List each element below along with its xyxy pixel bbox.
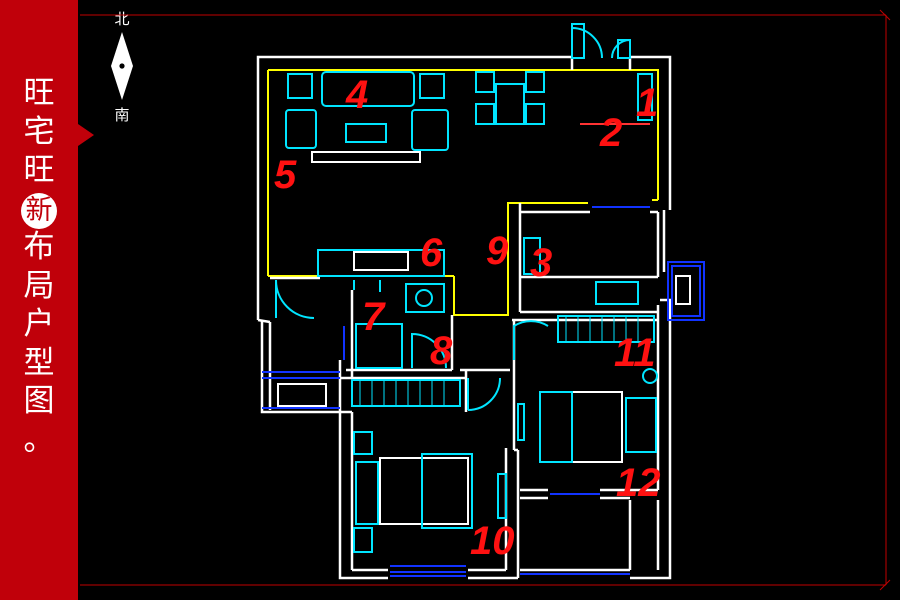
page-title: 旺 宅 旺 新 布 局 户 型 图 。	[14, 74, 64, 459]
title-sidebar: 旺 宅 旺 新 布 局 户 型 图 。	[0, 0, 78, 600]
room-label-4: 4	[345, 73, 368, 117]
title-char: 局	[23, 267, 55, 304]
title-char: 。	[23, 421, 55, 458]
room-label-1: 1	[636, 81, 658, 125]
room-label-3: 3	[530, 241, 552, 285]
title-char: 图	[23, 383, 55, 419]
title-char: 宅	[23, 113, 55, 150]
windows	[262, 206, 705, 577]
title-char: 旺	[23, 152, 55, 188]
furniture	[275, 23, 691, 553]
room-label-5: 5	[274, 153, 297, 197]
compass-needle-icon	[111, 32, 133, 100]
title-char: 旺	[23, 75, 55, 111]
room-label-8: 8	[430, 329, 453, 373]
room-label-6: 6	[420, 231, 443, 275]
room-label-9: 9	[486, 229, 509, 273]
room-label-7: 7	[362, 295, 386, 339]
title-char: 户	[23, 306, 55, 342]
room-label-12: 12	[616, 461, 661, 505]
title-char: 型	[23, 344, 55, 381]
room-label-10: 10	[470, 519, 515, 563]
room-label-2: 2	[599, 111, 622, 155]
wardrobe-hatch	[359, 316, 639, 406]
title-highlight-badge: 新	[21, 192, 57, 229]
room-label-11: 11	[614, 331, 656, 375]
room-labels: 1 2 3 4 5 6 7 8 9 10 11 12	[274, 73, 661, 563]
sidebar-pointer	[78, 124, 94, 146]
frame-lines	[80, 9, 891, 591]
walls	[256, 55, 672, 580]
title-char: 布	[23, 229, 55, 265]
compass-south-label: 南	[114, 106, 130, 124]
